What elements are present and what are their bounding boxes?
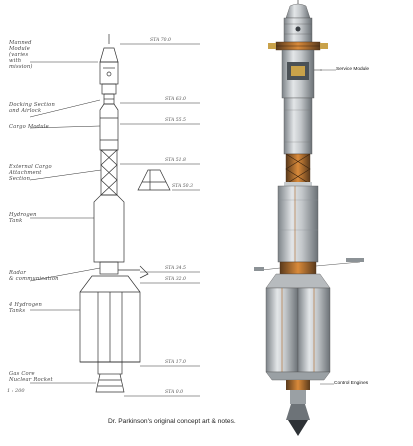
- note-manned-module: Manned Module (varies with mission): [9, 40, 33, 70]
- note-hydrogen-tank: Hydrogen Tank: [9, 212, 37, 224]
- note-nuclear-rocket: Gas Core Nuclear Rocket: [9, 371, 53, 383]
- drawing-caption: Dr. Parkinson's original concept art & n…: [108, 418, 236, 425]
- concept-line-drawing: [29, 34, 200, 397]
- note-cargo-module: Cargo Module: [9, 124, 49, 130]
- station-label: STA 51.8: [165, 158, 186, 163]
- render-hydrogen-tank: [277, 185, 319, 263]
- station-label: STA 17.0: [165, 360, 186, 365]
- station-label: STA 32.0: [165, 277, 186, 282]
- note-attachment-section: External Cargo Attachment Section: [9, 164, 52, 182]
- attachment-truss-outline: [100, 149, 118, 196]
- cargo-module-outline: [99, 103, 119, 151]
- note-docking-section: Docking Section and Airlock: [9, 102, 56, 114]
- render-service-module: [281, 49, 322, 99]
- radar-comm-outline: [99, 261, 149, 279]
- station-label: STA 0.0: [165, 390, 184, 395]
- capsule-sketch: [137, 169, 171, 191]
- four-tanks-outline: [79, 275, 141, 363]
- manned-module-outline: [99, 34, 119, 95]
- render-tank-cluster: [265, 273, 331, 381]
- note-leader-lines: [29, 61, 102, 384]
- scale-note: 1 : 200: [7, 388, 25, 394]
- station-lines: [120, 43, 200, 397]
- station-label: STA 50.3: [172, 184, 193, 189]
- hydrogen-tank-outline: [93, 194, 125, 263]
- station-label: STA 63.0: [165, 97, 186, 102]
- render-truss: [284, 153, 312, 186]
- render-radar-ring: [254, 258, 364, 275]
- control-engines-label: Control Engines: [334, 381, 369, 386]
- station-label: STA 70.0: [150, 38, 171, 43]
- note-radar: Radar & communication: [9, 270, 59, 282]
- station-label: STA 55.5: [165, 118, 186, 123]
- service-module-label: Service Module: [336, 67, 370, 72]
- rendered-spacecraft-model: [254, 0, 364, 436]
- gas-core-rocket-outline: [95, 361, 125, 393]
- docking-section-outline: [103, 93, 115, 105]
- render-engine: [286, 380, 310, 436]
- render-manned-module: [283, 0, 313, 43]
- note-four-tanks: 4 Hydrogen Tanks: [9, 302, 43, 314]
- render-cargo-module: [283, 97, 313, 155]
- station-label: STA 34.5: [165, 266, 186, 271]
- render-docking-ring: [268, 41, 328, 51]
